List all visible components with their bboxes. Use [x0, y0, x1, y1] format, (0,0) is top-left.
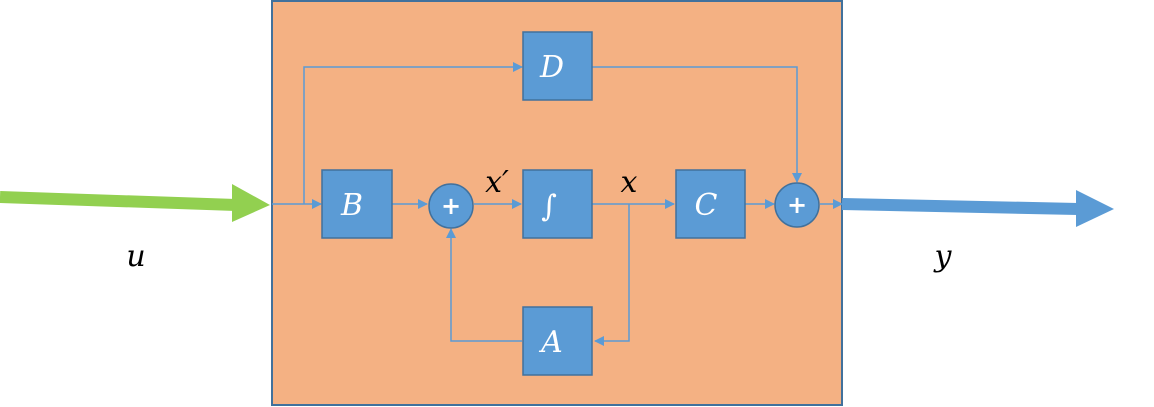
block-b-label: B [340, 188, 363, 223]
sum-junction-right: + [774, 182, 820, 228]
block-d: D [522, 31, 593, 101]
block-d-label: D [539, 50, 564, 85]
block-integrator: ∫ [522, 169, 593, 239]
signal-u-label: u [126, 239, 145, 274]
output-arrow [841, 190, 1114, 227]
signal-x-prime-label: x′ [485, 165, 509, 200]
wire-input-to-d [303, 62, 523, 204]
block-c: C [675, 169, 746, 239]
signal-x-label: x [621, 165, 638, 200]
block-a-label: A [538, 325, 563, 360]
wire-d-to-sum [592, 66, 802, 183]
signal-y-label: y [933, 239, 953, 274]
integral-icon: ∫ [541, 189, 557, 224]
wire-a-to-sum [446, 228, 522, 342]
sum-junction-left: + [428, 183, 474, 229]
wires [272, 62, 843, 346]
input-arrow [0, 184, 270, 222]
plus-icon: + [441, 192, 461, 220]
plus-icon: + [787, 191, 807, 219]
block-b: B [321, 169, 393, 239]
wire-x-to-a [594, 204, 630, 346]
block-a: A [522, 306, 593, 376]
block-c-label: C [695, 188, 718, 223]
